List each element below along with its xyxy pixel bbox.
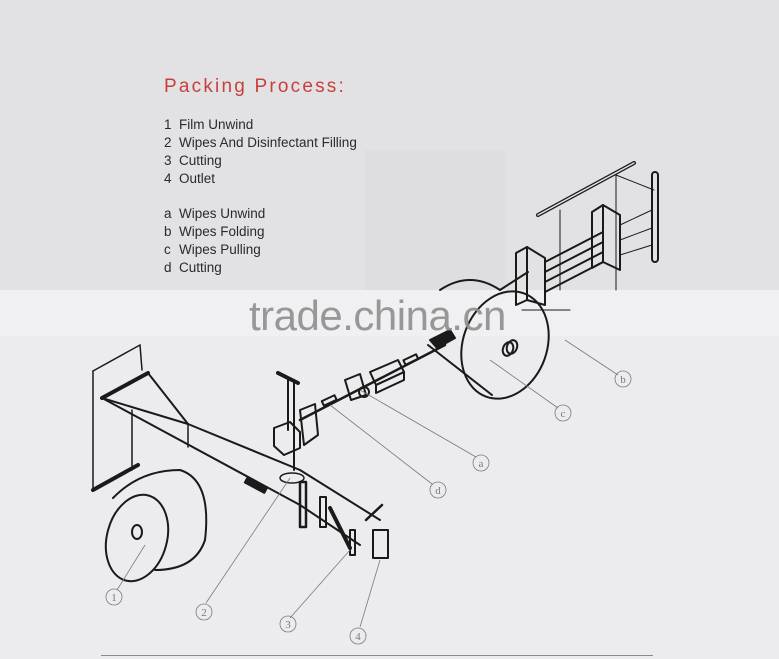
wipes-steps-list: a Wipes Unwind b Wipes Folding c Wipes Pull… [164, 205, 265, 277]
callout-label: b [620, 374, 626, 386]
callout-label: 3 [285, 619, 291, 631]
step-label: Wipes And Disinfectant Filling [179, 135, 357, 150]
list-item: d Cutting [164, 259, 265, 277]
step-key: b [164, 224, 172, 239]
background-panel [365, 150, 505, 290]
step-key: c [164, 242, 171, 257]
callout-4 [349, 627, 367, 645]
step-key: 2 [164, 135, 172, 150]
callout-c [554, 404, 572, 422]
step-key: 3 [164, 153, 172, 168]
list-item: 1 Film Unwind [164, 116, 357, 134]
film-roll [104, 469, 208, 583]
page-title: Packing Process: [164, 76, 346, 97]
callout-b [614, 370, 632, 388]
list-item: 2 Wipes And Disinfectant Filling [164, 134, 357, 152]
step-key: 4 [164, 171, 172, 186]
list-item: c Wipes Pulling [164, 241, 265, 259]
step-label: Wipes Unwind [179, 206, 266, 221]
wipes-folding-unit [499, 161, 659, 306]
list-item: b Wipes Folding [164, 223, 265, 241]
wipes-feed-line [298, 329, 456, 422]
callout-3 [279, 615, 297, 633]
step-label: Cutting [179, 153, 222, 168]
list-item: 4 Outlet [164, 170, 357, 188]
callout-d [429, 481, 447, 499]
callout-1 [105, 588, 123, 606]
callout-label: a [479, 458, 484, 470]
step-label: Wipes Pulling [179, 242, 261, 257]
callout-label: 1 [111, 592, 117, 604]
step-key: 1 [164, 117, 172, 132]
step-label: Cutting [179, 260, 222, 275]
outlet-unit [298, 480, 389, 559]
callout-label: c [561, 408, 566, 420]
step-label: Wipes Folding [179, 224, 265, 239]
cutting-head [273, 371, 319, 471]
film-unwind-unit [91, 344, 381, 546]
callout-label: 2 [201, 607, 207, 619]
callout-2 [195, 603, 213, 621]
step-label: Film Unwind [179, 117, 254, 132]
list-item: 3 Cutting [164, 152, 357, 170]
step-label: Outlet [179, 171, 216, 186]
callout-label: 4 [355, 631, 361, 643]
divider [101, 655, 653, 656]
list-item: a Wipes Unwind [164, 205, 265, 223]
process-steps-list: 1 Film Unwind 2 Wipes And Disinfectant Fil… [164, 116, 357, 188]
step-key: a [164, 206, 172, 221]
wipes-roll [427, 279, 571, 400]
step-key: d [164, 260, 172, 275]
callout-a [472, 454, 490, 472]
watermark: trade.china.cn [249, 292, 506, 339]
watermark-band [0, 290, 779, 336]
callout-label: d [435, 485, 441, 497]
